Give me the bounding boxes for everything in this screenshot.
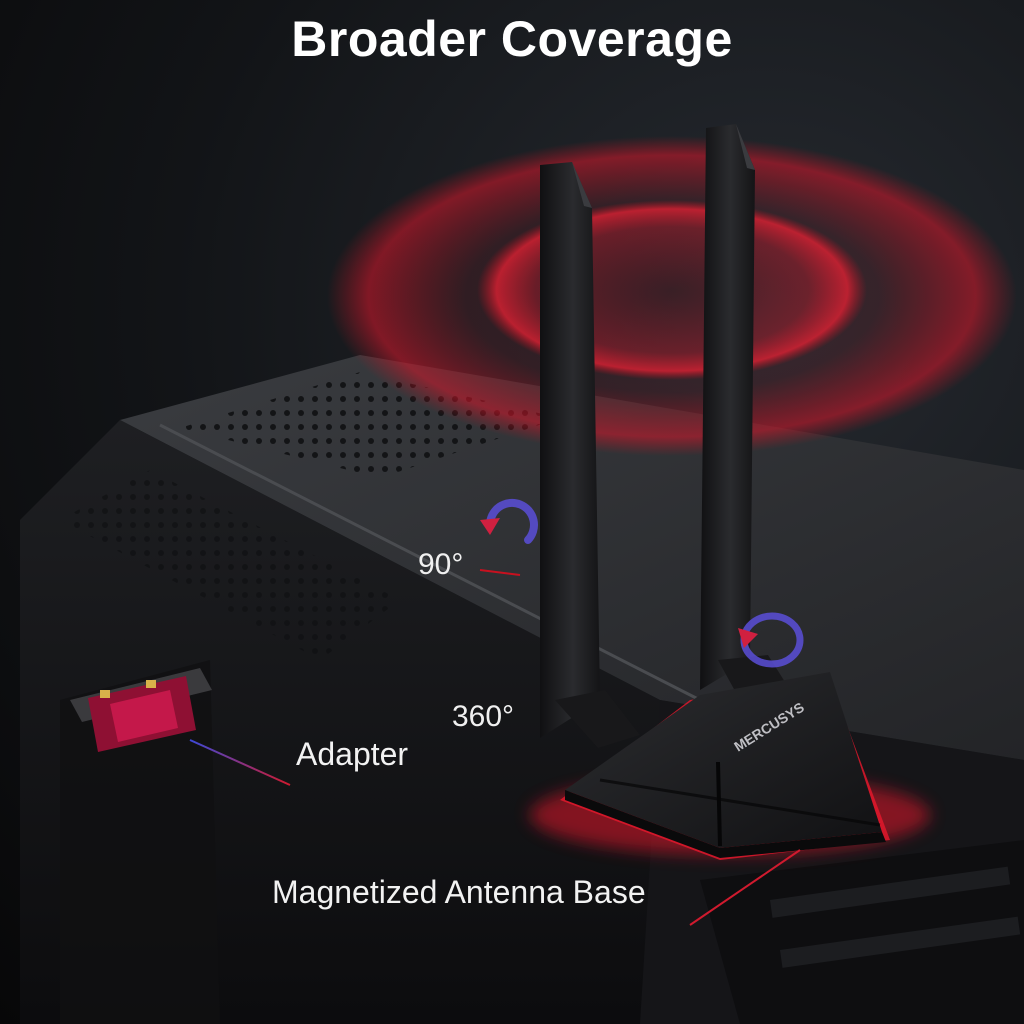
antenna-base: MERCUSYS [560,672,890,860]
adapter-label: Adapter [296,736,409,772]
antenna-left [540,162,640,748]
rotation-360-label: 360° [452,700,515,733]
rotate-90-arrow-icon [479,498,538,576]
rotate-360-arrow-icon [738,612,804,668]
antenna-base-label: Magnetized Antenna Base [272,874,646,910]
antenna-base-callout-pointer [689,849,801,926]
rotation-90-label: 90° [418,548,464,581]
signal-waves [327,136,1017,456]
pcie-adapter [70,668,445,786]
headline: Broader Coverage [291,11,733,67]
